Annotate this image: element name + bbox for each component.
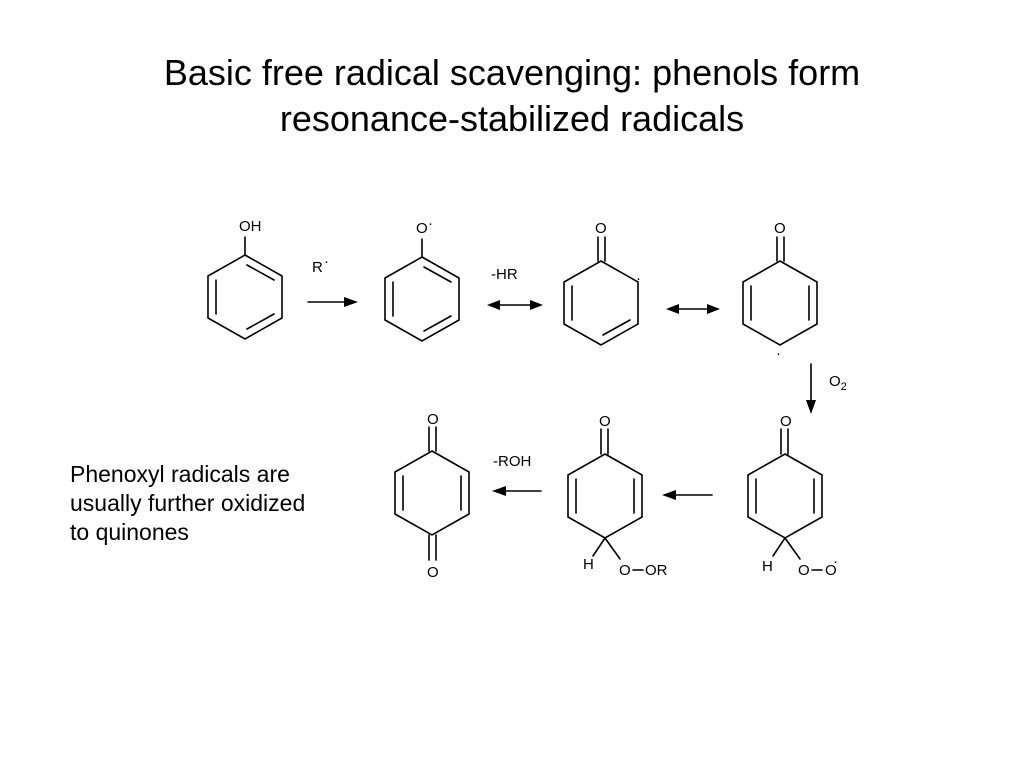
phenoxyl-radical-structure: O · (384, 215, 460, 342)
peroxide-structure: O H O OR (567, 413, 668, 579)
arrow-head (344, 297, 358, 307)
o-label: O (416, 220, 428, 237)
c-h-bond (592, 537, 606, 557)
h-label: H (762, 558, 773, 575)
o-label: O (427, 564, 439, 581)
ring (394, 450, 470, 536)
double-bond-inner (246, 264, 275, 281)
arrow-r-radical: R · (307, 253, 358, 307)
arrow-o2: O2 (806, 363, 847, 414)
arrow-left-roh: -ROH (492, 453, 542, 496)
slide-title: Basic free radical scavenging: phenols f… (0, 50, 1024, 142)
ring (747, 453, 823, 539)
caption-line-1: Phenoxyl radicals are (70, 461, 290, 487)
ring (567, 453, 643, 539)
h-label: H (583, 556, 594, 573)
o-label: O (599, 413, 611, 430)
benzene-ring (207, 254, 283, 340)
reagent-minus-hr: -HR (491, 266, 518, 283)
arrow-head (662, 490, 676, 500)
c-o-bond (784, 537, 801, 560)
oh-label: OH (239, 218, 262, 235)
arrow-head (487, 300, 500, 310)
radical-dot: · (636, 270, 641, 287)
radical-dot: · (776, 345, 781, 362)
o-label: O (798, 562, 810, 579)
arrow-head (707, 304, 720, 314)
resonance-arrow-2 (666, 304, 720, 314)
double-bond-inner (423, 266, 452, 283)
slide-title-line-1: Basic free radical scavenging: phenols f… (163, 52, 861, 93)
o-label: O (619, 562, 631, 579)
arrow-head (806, 400, 816, 414)
peroxyl-radical-structure: O H O O · (747, 413, 838, 579)
o-label: O (825, 562, 837, 579)
double-bond-inner (602, 319, 631, 336)
double-bond-inner (423, 315, 452, 332)
reagent-r: R (312, 259, 323, 276)
radical-dot: · (324, 253, 329, 270)
c-o-bond (604, 537, 621, 560)
o-label: O (427, 411, 439, 428)
o-label: O (774, 220, 786, 237)
caption-line-2: usually further oxidized (70, 490, 306, 516)
radical-dot: · (428, 215, 433, 232)
reagent-o2: O2 (829, 373, 847, 393)
para-radical-structure: O · (742, 220, 818, 362)
ring (563, 260, 639, 346)
or-label: OR (645, 562, 668, 579)
o-label: O (595, 220, 607, 237)
slide-title-line-2: resonance-stabilized radicals (279, 98, 745, 139)
arrow-head (666, 304, 679, 314)
ring (742, 260, 818, 346)
phenol-structure: OH (207, 218, 283, 340)
benzene-ring (384, 256, 460, 342)
radical-dot: · (833, 553, 838, 570)
quinone-structure: O O (394, 411, 470, 581)
c-h-bond (772, 537, 786, 557)
caption-line-3: to quinones (70, 519, 189, 545)
o-label: O (780, 413, 792, 430)
caption-text: Phenoxyl radicals are usually further ox… (70, 460, 360, 547)
arrow-left-1 (662, 490, 713, 500)
arrow-head (530, 300, 543, 310)
resonance-arrow-1: -HR (487, 266, 543, 310)
ortho-radical-structure: O · (563, 220, 641, 346)
double-bond-inner (246, 313, 275, 330)
reagent-minus-roh: -ROH (493, 453, 531, 470)
arrow-head (492, 486, 506, 496)
